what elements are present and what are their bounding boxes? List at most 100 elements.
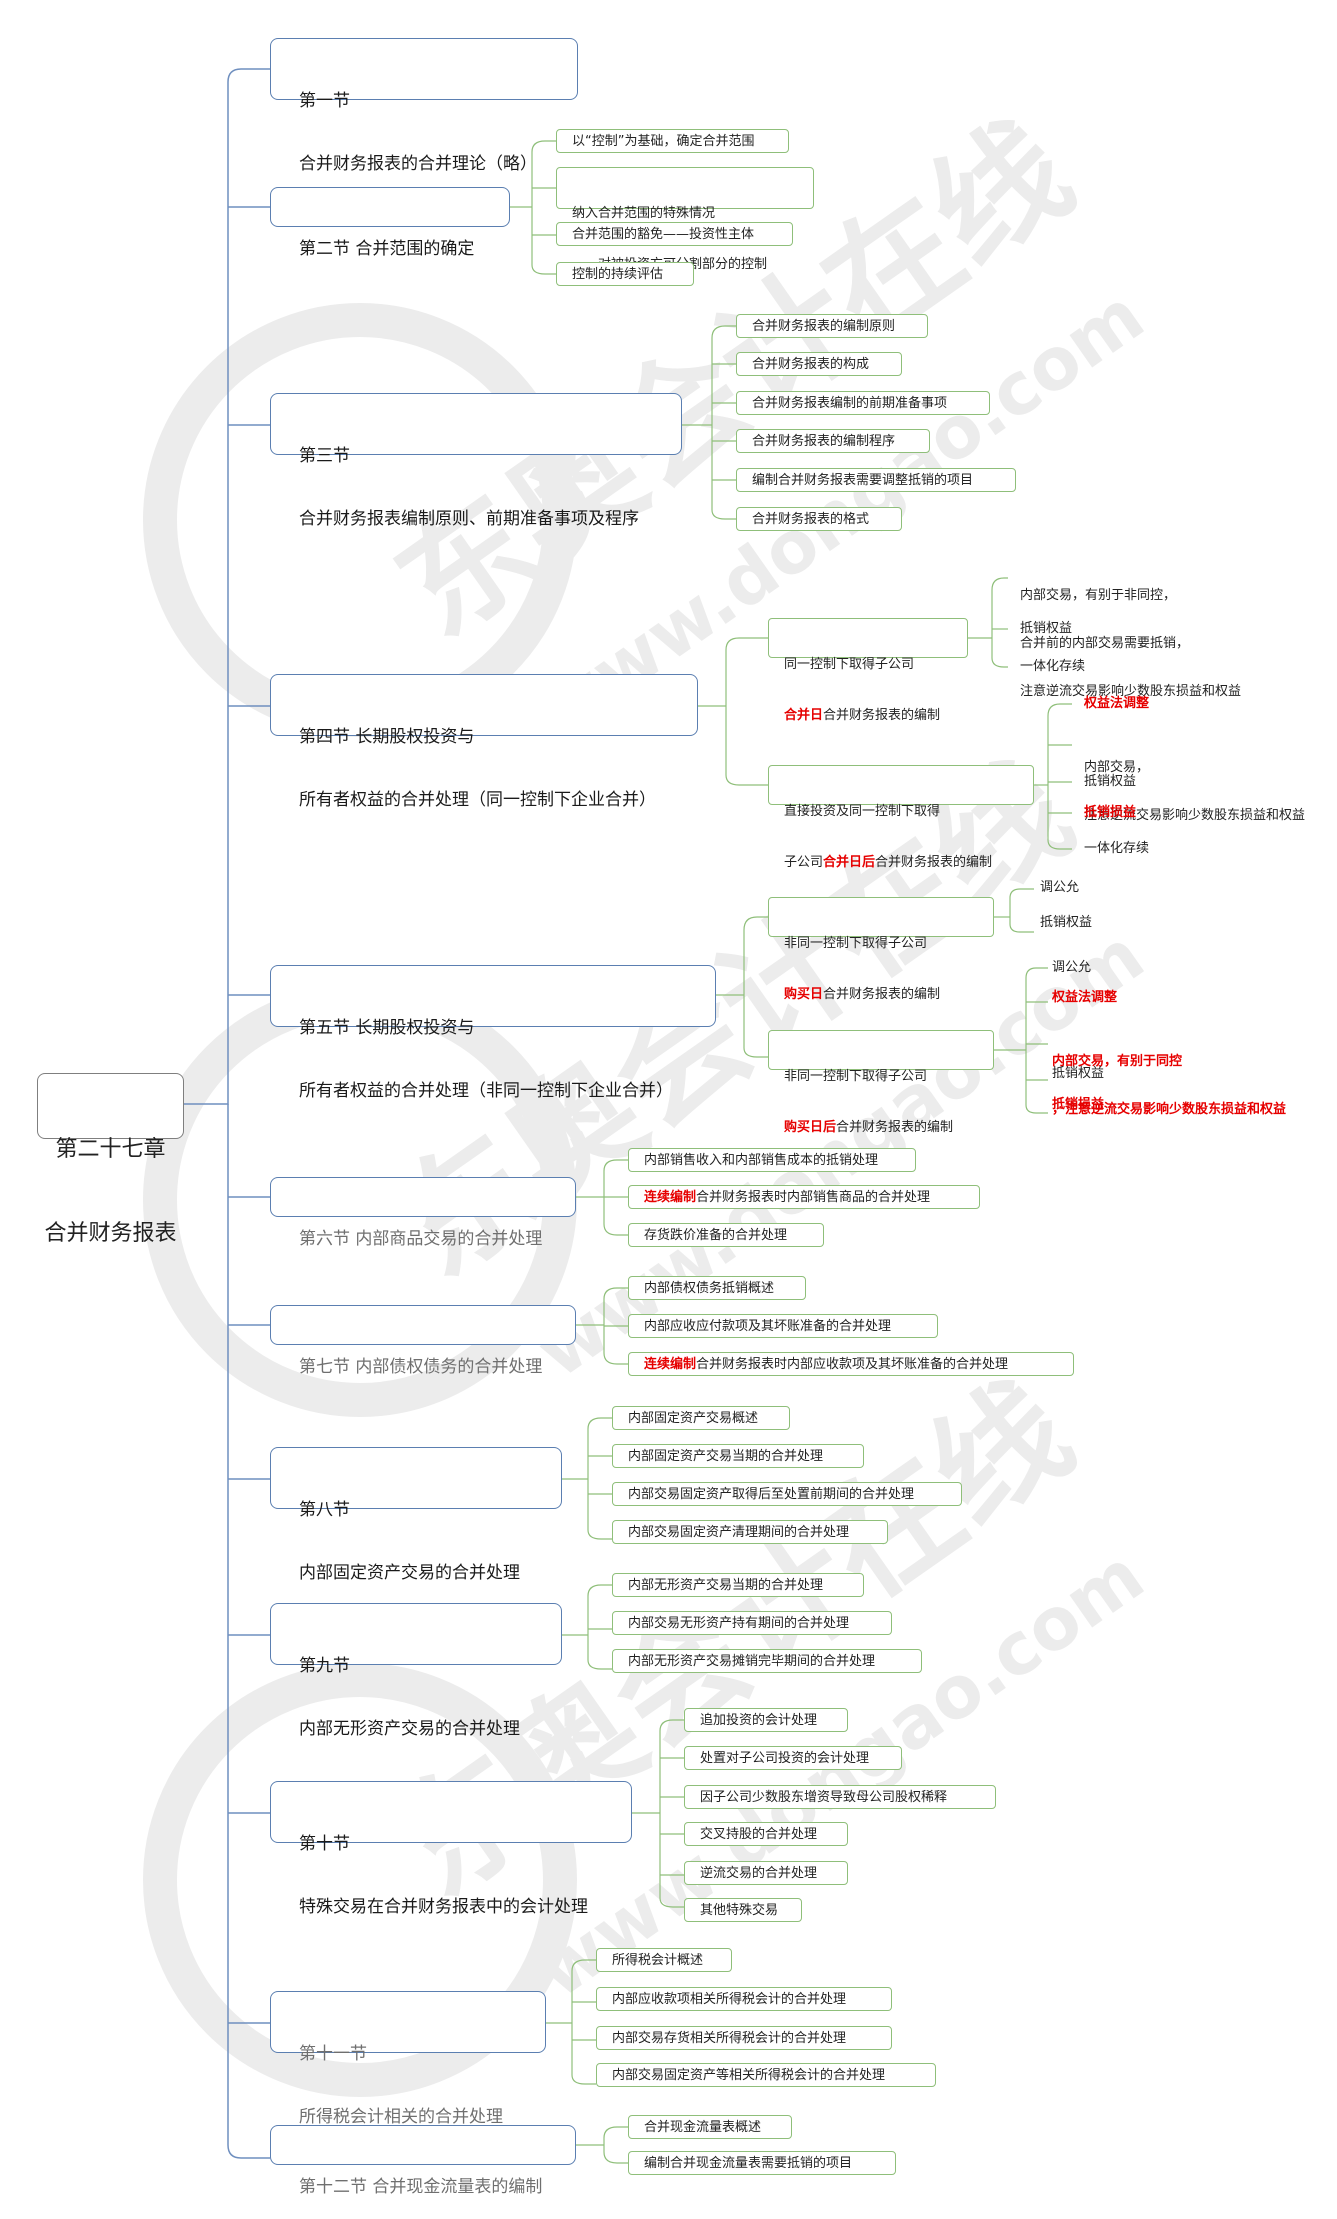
root-line1: 第二十七章	[55, 1137, 166, 1162]
s4-branch-b-rest: 合并财务报表的编制	[875, 855, 993, 870]
s5b-sub-1: 调公允	[1052, 960, 1092, 975]
section-6-title: 第六节 内部商品交易的合并处理	[299, 1229, 543, 1249]
section-10[interactable]: 第十节 特殊交易在合并财务报表中的会计处理	[270, 1781, 632, 1917]
s4b-sub-4: 抵销损益	[1084, 805, 1137, 820]
section-11-line1: 第十一节	[299, 2044, 367, 2064]
section-9[interactable]: 第九节 内部无形资产交易的合并处理	[270, 1603, 562, 1739]
section-5-line1: 第五节 长期股权投资与	[299, 1018, 475, 1038]
s3-item-5[interactable]: 编制合并财务报表需要调整抵销的项目	[736, 468, 1016, 492]
s4b-sub-2-line1: 内部交易，	[1084, 760, 1150, 775]
s8-item-2[interactable]: 内部固定资产交易当期的合并处理	[612, 1444, 864, 1468]
s6-item-2[interactable]: 连续编制合并财务报表时内部销售商品的合并处理	[628, 1185, 980, 1209]
s5-branch-b-line1: 非同一控制下取得子公司	[784, 1069, 928, 1084]
section-3-line1: 第三节	[299, 446, 350, 466]
s2-item-4[interactable]: 控制的持续评估	[556, 262, 694, 286]
s4a-sub-1-line1: 内部交易，有别于非同控，	[1020, 588, 1177, 603]
section-1-line2: 合并财务报表的合并理论（略）	[299, 154, 537, 174]
s9-item-1[interactable]: 内部无形资产交易当期的合并处理	[612, 1573, 864, 1597]
section-10-line1: 第十节	[299, 1834, 350, 1854]
s3-item-1[interactable]: 合并财务报表的编制原则	[736, 314, 928, 338]
s5-branch-b[interactable]: 非同一控制下取得子公司 购买日后合并财务报表的编制	[768, 1030, 994, 1135]
s8-item-3[interactable]: 内部交易固定资产取得后至处置前期间的合并处理	[612, 1482, 962, 1506]
s5-branch-a-rest: 合并财务报表的编制	[823, 987, 941, 1002]
s4a-sub-1: 内部交易，有别于非同控， 合并前的内部交易需要抵销， 注意逆流交易影响少数股东损…	[1020, 556, 1241, 716]
s10-item-1[interactable]: 追加投资的会计处理	[684, 1708, 848, 1732]
s10-item-5[interactable]: 逆流交易的合并处理	[684, 1861, 848, 1885]
s5-branch-a-line2: 购买日合并财务报表的编制	[784, 986, 993, 1003]
s11-item-2[interactable]: 内部应收款项相关所得税会计的合并处理	[596, 1987, 892, 2011]
s5-branch-b-rest: 合并财务报表的编制	[836, 1120, 954, 1135]
root-line2: 合并财务报表	[44, 1221, 177, 1246]
s8-item-4[interactable]: 内部交易固定资产清理期间的合并处理	[612, 1520, 888, 1544]
s4-branch-a-line2: 合并日合并财务报表的编制	[784, 707, 967, 724]
s9-item-2[interactable]: 内部交易无形资产持有期间的合并处理	[612, 1611, 892, 1635]
s6-item-3[interactable]: 存货跌价准备的合并处理	[628, 1223, 824, 1247]
section-1[interactable]: 第一节 合并财务报表的合并理论（略）	[270, 38, 578, 174]
s10-item-6[interactable]: 其他特殊交易	[684, 1898, 802, 1922]
section-8-line2: 内部固定资产交易的合并处理	[299, 1563, 520, 1583]
s3-item-4[interactable]: 合并财务报表的编制程序	[736, 429, 930, 453]
section-8[interactable]: 第八节 内部固定资产交易的合并处理	[270, 1447, 562, 1583]
section-11[interactable]: 第十一节 所得税会计相关的合并处理	[270, 1991, 546, 2127]
s6-item-2-highlight: 连续编制	[644, 1190, 697, 1205]
s5-branch-a[interactable]: 非同一控制下取得子公司 购买日合并财务报表的编制	[768, 897, 994, 1002]
s8-item-1[interactable]: 内部固定资产交易概述	[612, 1406, 790, 1430]
section-12[interactable]: 第十二节 合并现金流量表的编制	[270, 2125, 576, 2197]
section-9-line2: 内部无形资产交易的合并处理	[299, 1719, 520, 1739]
section-4-line2: 所有者权益的合并处理（同一控制下企业合并）	[299, 790, 656, 810]
root-node-chapter[interactable]: 第二十七章 合并财务报表	[37, 1073, 184, 1246]
s4-branch-b[interactable]: 直接投资及同一控制下取得 子公司合并日后合并财务报表的编制	[768, 765, 1034, 870]
section-5-line2: 所有者权益的合并处理（非同一控制下企业合并）	[299, 1081, 673, 1101]
s7-item-3-rest: 合并财务报表时内部应收款项及其坏账准备的合并处理	[696, 1357, 1009, 1372]
s4-branch-b-highlight: 合并日后	[823, 855, 876, 870]
s4a-sub-1-line3: 注意逆流交易影响少数股东损益和权益	[1020, 684, 1242, 699]
section-7[interactable]: 第七节 内部债权债务的合并处理	[270, 1305, 576, 1377]
s3-item-6[interactable]: 合并财务报表的格式	[736, 507, 902, 531]
s5b-sub-2: 权益法调整	[1052, 990, 1118, 1005]
s5b-sub-3-line1: 内部交易，有别于同控	[1052, 1054, 1183, 1069]
s7-item-1[interactable]: 内部债权债务抵销概述	[628, 1276, 806, 1300]
s12-item-2[interactable]: 编制合并现金流量表需要抵销的项目	[628, 2151, 896, 2175]
s11-item-4[interactable]: 内部交易固定资产等相关所得税会计的合并处理	[596, 2063, 936, 2087]
s4-branch-a[interactable]: 同一控制下取得子公司 合并日合并财务报表的编制	[768, 618, 968, 723]
s5-branch-b-highlight: 购买日后	[784, 1120, 837, 1135]
section-5[interactable]: 第五节 长期股权投资与 所有者权益的合并处理（非同一控制下企业合并）	[270, 965, 716, 1101]
section-4-line1: 第四节 长期股权投资与	[299, 727, 475, 747]
section-3-line2: 合并财务报表编制原则、前期准备事项及程序	[299, 509, 639, 529]
s3-item-2[interactable]: 合并财务报表的构成	[736, 352, 902, 376]
s4b-sub-1: 权益法调整	[1084, 696, 1150, 711]
s4b-sub-3: 抵销权益	[1084, 774, 1137, 789]
s5a-sub-2: 抵销权益	[1040, 915, 1093, 930]
s3-item-3[interactable]: 合并财务报表编制的前期准备事项	[736, 391, 990, 415]
s11-item-1[interactable]: 所得税会计概述	[596, 1948, 732, 1972]
s5-branch-a-highlight: 购买日	[784, 987, 824, 1002]
s5b-sub-4: 抵销权益	[1052, 1066, 1105, 1081]
section-2-title: 第二节 合并范围的确定	[299, 239, 475, 259]
s5b-sub-3-line2: ，注意逆流交易影响少数股东损益和权益	[1052, 1102, 1287, 1117]
s2-item-2[interactable]: 纳入合并范围的特殊情况 ——对被投资方可分割部分的控制	[556, 167, 814, 272]
s9-item-3[interactable]: 内部无形资产交易摊销完毕期间的合并处理	[612, 1649, 922, 1673]
s10-item-2[interactable]: 处置对子公司投资的会计处理	[684, 1746, 902, 1770]
s4-branch-b-pre: 子公司	[784, 855, 824, 870]
s10-item-3[interactable]: 因子公司少数股东增资导致母公司股权稀释	[684, 1785, 996, 1809]
section-1-line1: 第一节	[299, 91, 350, 111]
s2-item-3[interactable]: 合并范围的豁免——投资性主体	[556, 222, 793, 246]
s6-item-1[interactable]: 内部销售收入和内部销售成本的抵销处理	[628, 1148, 916, 1172]
s7-item-3[interactable]: 连续编制合并财务报表时内部应收款项及其坏账准备的合并处理	[628, 1352, 1074, 1376]
s4-branch-b-line1: 直接投资及同一控制下取得	[784, 804, 941, 819]
section-11-line2: 所得税会计相关的合并处理	[299, 2107, 503, 2127]
section-3[interactable]: 第三节 合并财务报表编制原则、前期准备事项及程序	[270, 393, 682, 529]
section-2[interactable]: 第二节 合并范围的确定	[270, 187, 510, 259]
section-10-line2: 特殊交易在合并财务报表中的会计处理	[299, 1897, 588, 1917]
section-4[interactable]: 第四节 长期股权投资与 所有者权益的合并处理（同一控制下企业合并）	[270, 674, 698, 810]
s4b-sub-2: 内部交易， 注意逆流交易影响少数股东损益和权益	[1084, 728, 1305, 840]
s12-item-1[interactable]: 合并现金流量表概述	[628, 2115, 792, 2139]
s10-item-4[interactable]: 交叉持股的合并处理	[684, 1822, 848, 1846]
s7-item-2[interactable]: 内部应收应付款项及其坏账准备的合并处理	[628, 1314, 938, 1338]
s4a-sub-1-line2: 合并前的内部交易需要抵销，	[1020, 636, 1190, 651]
s4a-sub-3: 一体化存续	[1020, 659, 1086, 674]
s11-item-3[interactable]: 内部交易存货相关所得税会计的合并处理	[596, 2026, 892, 2050]
section-6[interactable]: 第六节 内部商品交易的合并处理	[270, 1177, 576, 1249]
s2-item-1[interactable]: 以“控制”为基础，确定合并范围	[556, 129, 789, 153]
s5b-sub-5: 抵销损益	[1052, 1097, 1105, 1112]
